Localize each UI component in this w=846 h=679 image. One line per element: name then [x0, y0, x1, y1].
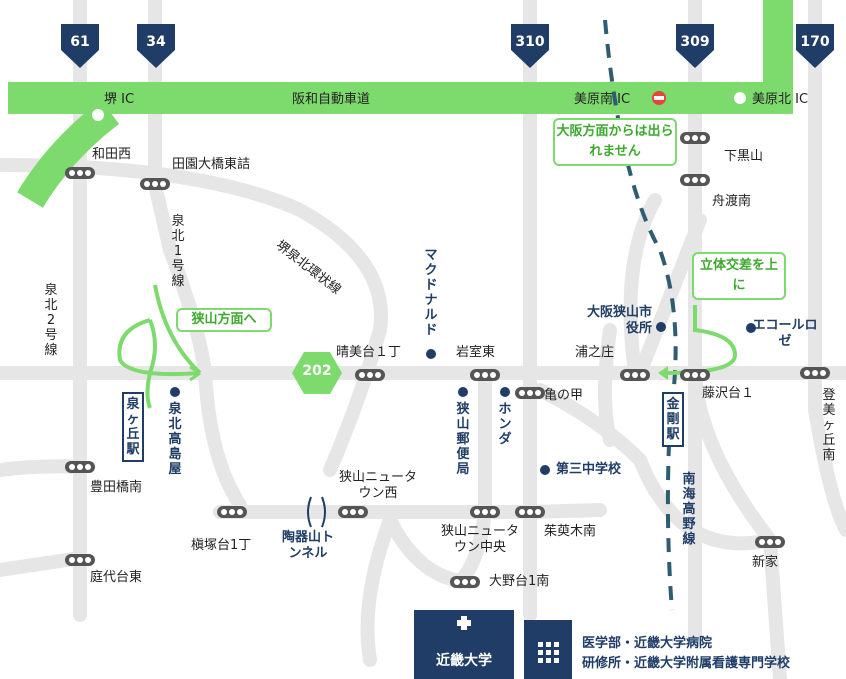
- label-mogusakinan: 茱萸木南: [544, 524, 597, 539]
- label-sayama-newtown-west: 狭山ニュータウン西: [338, 470, 417, 501]
- traffic-signal-icon: [65, 167, 95, 179]
- sakai-ic-label: 堺 IC: [104, 92, 135, 107]
- traffic-signal-icon: [515, 506, 545, 518]
- label-denen: 田園大橋東詰: [172, 157, 251, 172]
- label-senboku1: 泉北1号線: [171, 214, 185, 289]
- mihara-kita-ic-label: 美原北 IC: [752, 92, 809, 107]
- traffic-signal-icon: [140, 178, 170, 190]
- label-onodai: 大野台1南: [489, 574, 550, 589]
- traffic-signal-icon: [65, 461, 95, 473]
- traffic-signal-icon: [470, 506, 500, 518]
- traffic-signal-icon: [470, 369, 500, 381]
- traffic-signal-icon: [680, 132, 710, 144]
- izumigaoka-station: 泉ヶ丘駅: [122, 392, 144, 462]
- traffic-signal-icon: [620, 369, 650, 381]
- landmark-mcdonalds: マクドナルド: [424, 248, 438, 338]
- route-202-marker: 202: [292, 352, 342, 394]
- traffic-signal-icon: [355, 369, 385, 381]
- traffic-signal-icon: [338, 506, 368, 518]
- label-kamenoko: 亀の甲: [544, 388, 584, 403]
- landmark-takashimaya: 泉北高島屋: [168, 402, 182, 477]
- landmark-cityhall: 大阪狭山市役所: [586, 305, 652, 336]
- route-61-shield: 61: [61, 24, 99, 68]
- traffic-signal-icon: [217, 506, 247, 518]
- label-teidaidai: 庭代台東: [90, 570, 143, 585]
- route-309-shield: 309: [676, 24, 714, 68]
- mihara-minami-ic-label: 美原南 IC: [574, 92, 631, 107]
- traffic-signal-icon: [680, 369, 710, 381]
- campus-sub2: 研修所・近畿大学附属看護専門学校: [582, 656, 791, 671]
- route-34-shield: 34: [137, 24, 175, 68]
- label-nankai-line: 南海高野線: [682, 472, 696, 547]
- mcdonalds-dot: [426, 349, 436, 359]
- landmark-honda: ホンダ: [498, 402, 512, 447]
- kongo-station: 金剛駅: [662, 392, 684, 447]
- takashimaya-dot: [170, 387, 180, 397]
- traffic-signal-icon: [755, 536, 785, 548]
- label-tomigaoka: 登美ヶ丘南: [822, 388, 836, 463]
- route-170-shield: 170: [796, 24, 834, 68]
- hospital-building: [524, 620, 572, 679]
- traffic-signal-icon: [450, 576, 480, 588]
- overpass-callout: 立体交差を上に: [692, 252, 786, 300]
- label-iwamuro-higashi: 岩室東: [456, 345, 496, 360]
- campus-main-label: 近畿大学: [436, 653, 492, 669]
- label-funatominami: 舟渡南: [712, 194, 752, 209]
- label-makizukadai: 槇塚台1丁: [191, 538, 252, 553]
- label-wadanishi: 和田西: [92, 147, 132, 162]
- label-senboku2: 泉北2号線: [44, 283, 58, 358]
- campus-sub1: 医学部・近畿大学病院: [582, 636, 713, 651]
- traffic-signal-icon: [65, 554, 95, 566]
- no-exit-callout: 大阪方面からは出られません: [553, 118, 677, 166]
- label-harumidai: 晴美台１丁: [336, 345, 402, 360]
- honda-dot: [500, 387, 510, 397]
- landmark-ecole: エコールロゼ: [752, 318, 818, 349]
- label-shimokuroyama: 下黒山: [724, 149, 764, 164]
- landmark-tunnel: 陶器山トンネル: [281, 530, 334, 561]
- label-toyodabashi: 豊田橋南: [90, 480, 143, 495]
- postoffice-dot: [458, 387, 468, 397]
- label-uranosho: 浦之庄: [575, 345, 615, 360]
- expressway-name: 阪和自動車道: [292, 92, 371, 107]
- traffic-signal-icon: [680, 174, 710, 186]
- school-dot: [540, 465, 550, 475]
- kindai-campus: 近畿大学: [414, 610, 514, 679]
- sayama-direction-callout: 狭山方面へ: [176, 308, 272, 332]
- traffic-signal-icon: [800, 367, 830, 379]
- landmark-school: 第三中学校: [556, 462, 622, 477]
- label-fujisawadai: 藤沢台１: [702, 386, 755, 401]
- traffic-signal-icon: [515, 387, 545, 399]
- label-shinke: 新家: [752, 555, 779, 570]
- landmark-postoffice: 狭山郵便局: [456, 402, 470, 477]
- ecole-dot: [746, 323, 756, 333]
- label-sayama-newtown-center: 狭山ニュータウン中央: [440, 524, 519, 555]
- route-310-shield: 310: [511, 24, 549, 68]
- cityhall-dot: [656, 322, 666, 332]
